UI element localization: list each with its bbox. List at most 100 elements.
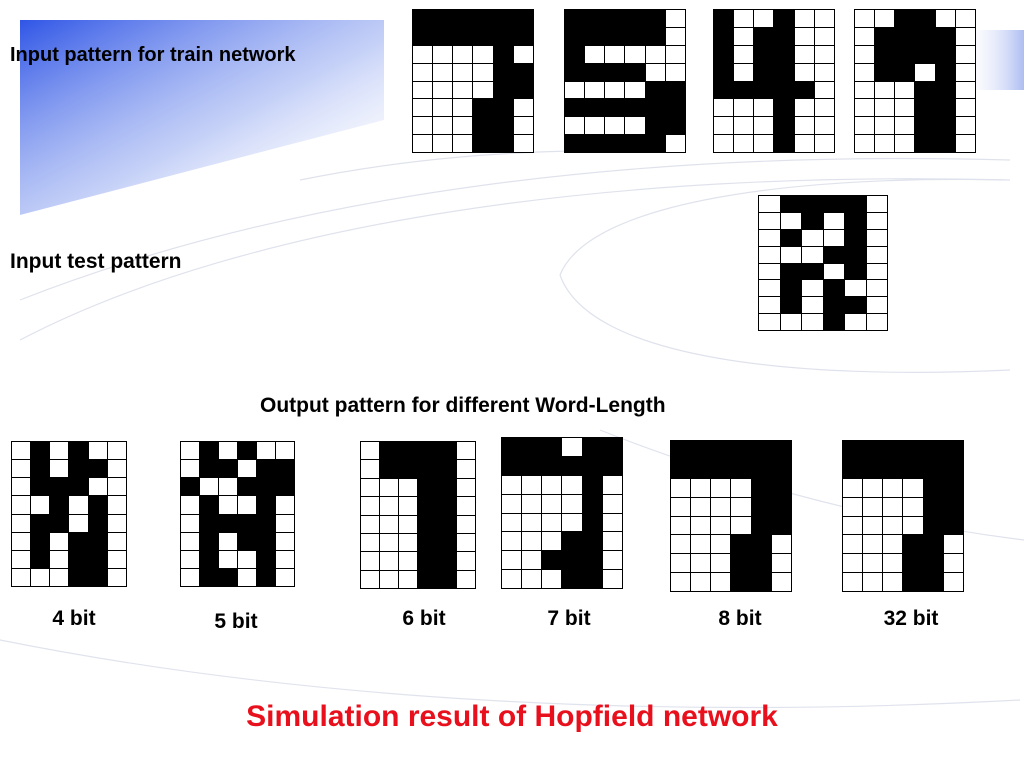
cell-r6-c1 bbox=[522, 551, 542, 570]
cell-r3-c1 bbox=[433, 63, 453, 81]
cell-r4-c0 bbox=[759, 263, 780, 280]
cell-r5-c2 bbox=[50, 532, 69, 550]
cell-r2-c3 bbox=[69, 478, 88, 496]
cell-r7-c0 bbox=[502, 570, 522, 588]
cell-r2-c0 bbox=[12, 478, 31, 496]
cell-r4-c0 bbox=[671, 516, 691, 535]
cell-r2-c3 bbox=[731, 478, 751, 497]
output-grid-6-bit bbox=[360, 441, 476, 589]
cell-r1-c5 bbox=[602, 456, 622, 475]
cell-r3-c2 bbox=[883, 497, 903, 516]
cell-r1-c3 bbox=[823, 212, 844, 229]
cell-r4-c4 bbox=[935, 81, 955, 99]
cell-r0-c2 bbox=[711, 441, 731, 459]
cell-r2-c2 bbox=[50, 478, 69, 496]
cell-r2-c2 bbox=[711, 478, 731, 497]
cell-r4-c4 bbox=[257, 514, 275, 532]
cell-r0-c1 bbox=[734, 10, 754, 27]
cell-r0-c5 bbox=[955, 10, 975, 27]
cell-r5-c1 bbox=[863, 535, 883, 554]
cell-r5-c0 bbox=[855, 99, 875, 117]
cell-r3-c1 bbox=[380, 497, 399, 515]
cell-r5-c3 bbox=[562, 532, 582, 551]
cell-r7-c4 bbox=[257, 568, 275, 586]
cell-r4-c3 bbox=[238, 514, 256, 532]
cell-r6-c2 bbox=[453, 117, 473, 135]
cell-r6-c1 bbox=[780, 297, 801, 314]
cell-r0-c4 bbox=[751, 441, 771, 459]
cell-r6-c1 bbox=[433, 117, 453, 135]
cell-r4-c2 bbox=[895, 81, 915, 99]
cell-r2-c1 bbox=[875, 45, 895, 63]
cell-r6-c5 bbox=[276, 550, 294, 568]
cell-r0-c2 bbox=[605, 10, 625, 27]
bit-label-7: 7 bit bbox=[547, 607, 591, 630]
cell-r7-c5 bbox=[771, 573, 791, 591]
cell-r5-c0 bbox=[759, 280, 780, 297]
cell-r0-c0 bbox=[759, 196, 780, 212]
cell-r3-c3 bbox=[915, 63, 935, 81]
cell-r2-c4 bbox=[645, 45, 665, 63]
cell-r6-c2 bbox=[219, 550, 237, 568]
cell-r4-c1 bbox=[585, 81, 605, 99]
cell-r4-c3 bbox=[418, 515, 437, 533]
cell-r6-c3 bbox=[69, 550, 88, 568]
cell-r4-c1 bbox=[200, 514, 218, 532]
cell-r3-c3 bbox=[625, 63, 645, 81]
cell-r3-c2 bbox=[754, 63, 774, 81]
cell-r7-c5 bbox=[814, 135, 834, 152]
cell-r1-c0 bbox=[12, 460, 31, 478]
cell-r5-c3 bbox=[903, 535, 923, 554]
cell-r1-c4 bbox=[845, 212, 866, 229]
cell-r3-c3 bbox=[238, 496, 256, 514]
cell-r0-c3 bbox=[418, 442, 437, 460]
cell-r4-c5 bbox=[276, 514, 294, 532]
cell-r2-c2 bbox=[453, 45, 473, 63]
cell-r2-c5 bbox=[665, 45, 685, 63]
cell-r5-c2 bbox=[802, 280, 823, 297]
cell-r1-c3 bbox=[774, 27, 794, 45]
cell-r2-c4 bbox=[493, 45, 513, 63]
cell-r1-c5 bbox=[814, 27, 834, 45]
cell-r5-c1 bbox=[200, 532, 218, 550]
cell-r2-c1 bbox=[522, 475, 542, 494]
cell-r0-c4 bbox=[493, 10, 513, 27]
cell-r5-c2 bbox=[895, 99, 915, 117]
train-label: Input pattern for train network bbox=[10, 44, 296, 66]
cell-r3-c0 bbox=[855, 63, 875, 81]
cell-r2-c3 bbox=[903, 478, 923, 497]
cell-r1-c2 bbox=[50, 460, 69, 478]
cell-r0-c0 bbox=[361, 442, 380, 460]
cell-r0-c0 bbox=[714, 10, 734, 27]
cell-r0-c3 bbox=[473, 10, 493, 27]
cell-r6-c5 bbox=[814, 117, 834, 135]
cell-r2-c3 bbox=[774, 45, 794, 63]
cell-r7-c1 bbox=[875, 135, 895, 152]
cell-r5-c1 bbox=[734, 99, 754, 117]
cell-r4-c1 bbox=[875, 81, 895, 99]
cell-r7-c2 bbox=[883, 573, 903, 591]
cell-r3-c3 bbox=[418, 497, 437, 515]
cell-r7-c5 bbox=[276, 568, 294, 586]
cell-r6-c0 bbox=[181, 550, 199, 568]
cell-r0-c2 bbox=[219, 442, 237, 460]
cell-r3-c3 bbox=[473, 63, 493, 81]
cell-r4-c4 bbox=[88, 514, 107, 532]
cell-r6-c1 bbox=[734, 117, 754, 135]
cell-r5-c2 bbox=[453, 99, 473, 117]
cell-r0-c4 bbox=[845, 196, 866, 212]
cell-r4-c0 bbox=[843, 516, 863, 535]
cell-r3-c2 bbox=[219, 496, 237, 514]
cell-r0-c5 bbox=[456, 442, 475, 460]
cell-r2-c4 bbox=[437, 478, 456, 497]
cell-r0-c3 bbox=[562, 438, 582, 456]
cell-r4-c5 bbox=[513, 81, 533, 99]
cell-r5-c1 bbox=[522, 532, 542, 551]
cell-r1-c1 bbox=[522, 456, 542, 475]
cell-r4-c3 bbox=[562, 513, 582, 532]
cell-r4-c4 bbox=[437, 515, 456, 533]
cell-r0-c1 bbox=[863, 441, 883, 459]
cell-r5-c2 bbox=[754, 99, 774, 117]
cell-r2-c5 bbox=[955, 45, 975, 63]
cell-r5-c5 bbox=[814, 99, 834, 117]
